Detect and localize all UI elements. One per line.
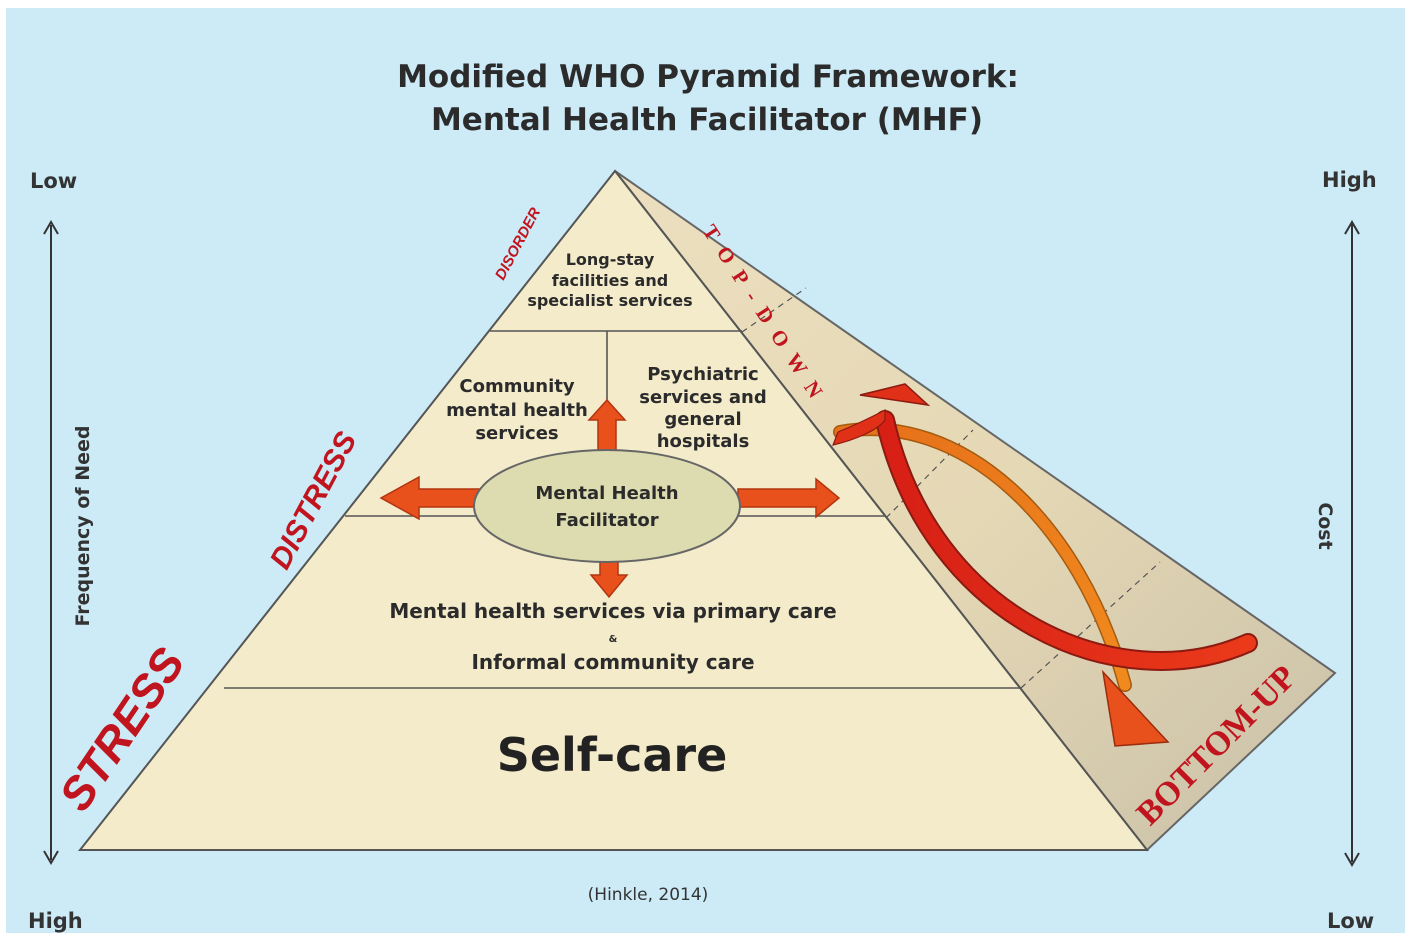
tier-psychiatric-line-2: services and <box>639 387 766 408</box>
title-line-2: Mental Health Facilitator (MHF) <box>431 102 983 138</box>
top-arrow-tail <box>832 409 886 446</box>
tier-primary-line-2: Informal community care <box>471 650 754 674</box>
right-axis-arrow-down <box>1344 852 1360 867</box>
bottom-arrowhead <box>1101 669 1170 747</box>
facilitator-line-2: Facilitator <box>555 510 658 531</box>
left-axis-arrow-up <box>43 220 59 235</box>
right-axis-top-label: High <box>1322 168 1377 192</box>
arrow-left <box>379 475 481 521</box>
tier-psychiatric-line-1: Psychiatric <box>647 364 758 385</box>
tier-primary-amp: & <box>609 634 618 645</box>
right-axis-bottom-label: Low <box>1327 909 1374 933</box>
tier-top-line-3: specialist services <box>527 291 692 310</box>
facilitator-arrows <box>379 398 841 599</box>
title-line-1: Modified WHO Pyramid Framework: <box>397 59 1019 95</box>
flow-arrows <box>832 383 1258 747</box>
tier-community-line-2: mental health <box>446 400 588 421</box>
right-axis-arrow-up <box>1344 220 1360 235</box>
tier-psychiatric-line-4: hospitals <box>657 431 750 452</box>
right-axis-title: Cost <box>1314 502 1336 549</box>
tier-psychiatric-line-3: general <box>664 409 741 430</box>
left-axis-title: Frequency of Need <box>72 425 94 626</box>
left-axis-bottom-label: High <box>28 909 83 933</box>
tier-top-line-2: facilities and <box>552 271 668 290</box>
left-axis-arrow-down <box>43 850 59 865</box>
facilitator-line-1: Mental Health <box>535 483 678 504</box>
facilitator-ellipse <box>473 449 741 563</box>
tier-self-care: Self-care <box>497 728 728 782</box>
tier-community-line-3: services <box>475 423 558 444</box>
tier-community-line-1: Community <box>459 376 574 397</box>
left-axis-top-label: Low <box>30 169 77 193</box>
tier-primary-line-1: Mental health services via primary care <box>389 599 836 623</box>
arrow-right <box>737 477 841 519</box>
top-arrowhead <box>859 383 931 407</box>
tier-top-line-1: Long-stay <box>566 250 655 269</box>
citation: (Hinkle, 2014) <box>588 885 709 905</box>
